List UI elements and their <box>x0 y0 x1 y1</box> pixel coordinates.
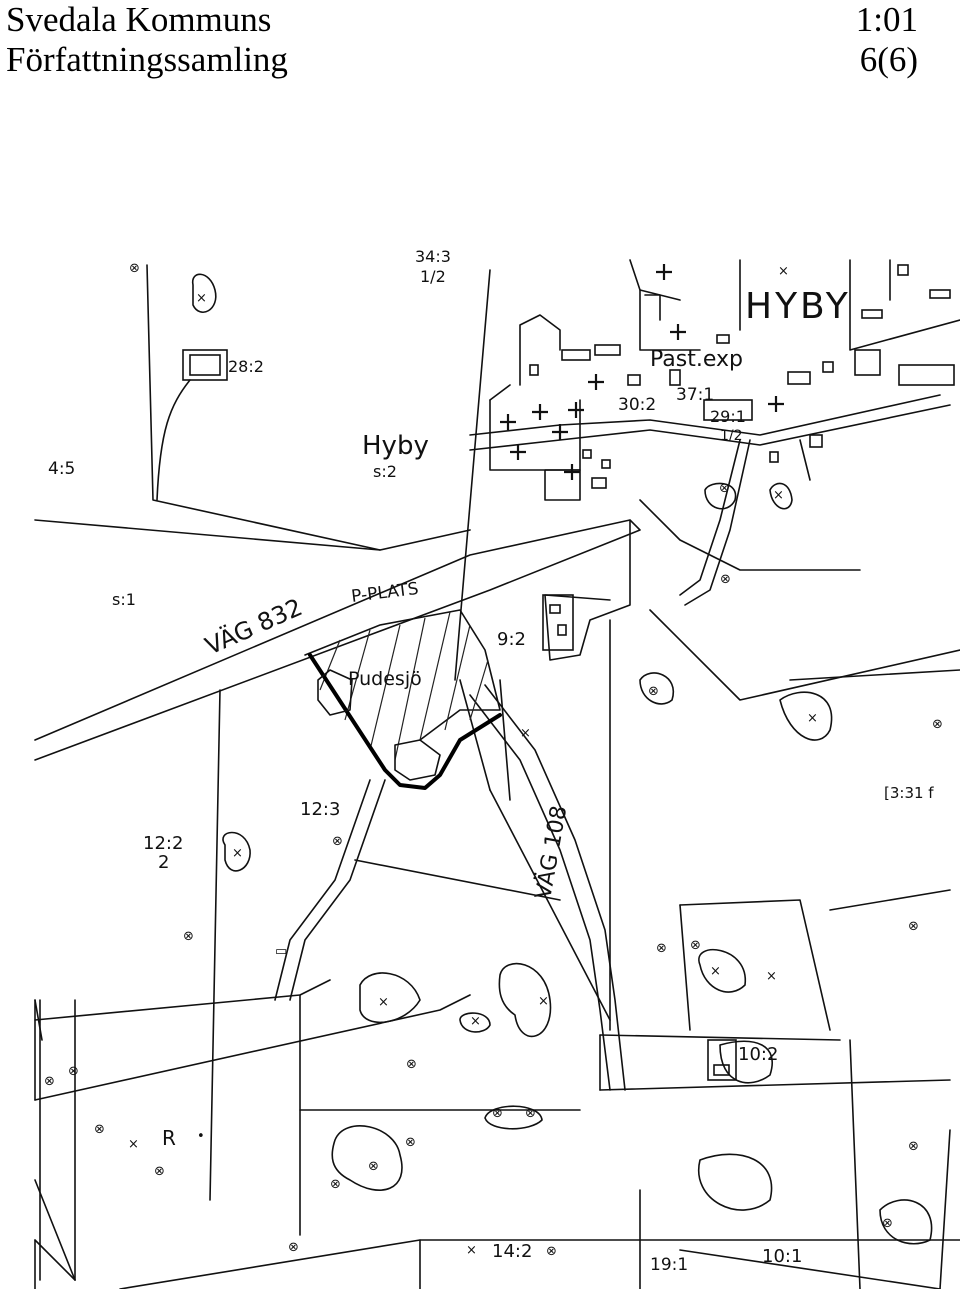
header-left: Svedala Kommuns Författningssamling <box>6 0 288 80</box>
cross-markers <box>500 264 784 480</box>
ponds <box>192 273 933 1245</box>
label-hyby: Hyby <box>362 431 429 461</box>
svg-text:⊗: ⊗ <box>288 1240 299 1255</box>
label-30-2: 30:2 <box>618 395 656 415</box>
label-10-1: 10:1 <box>762 1246 802 1267</box>
svg-text:×: × <box>232 846 243 861</box>
svg-text:⊗: ⊗ <box>154 1164 165 1179</box>
label-28-2: 28:2 <box>228 357 264 376</box>
label-pudesjo: Pudesjö <box>348 668 422 690</box>
svg-text:⊗: ⊗ <box>44 1074 55 1089</box>
map-drawing: ⊗ × × ⊗ × ⊗ ⊗ ⊗ × × × ⊗ ⊗ ⊗ ⊗ × × × × × … <box>34 247 960 1289</box>
svg-text:⊗: ⊗ <box>525 1106 536 1121</box>
parking-area <box>304 609 502 790</box>
label-s1: s:1 <box>112 590 136 609</box>
label-p-plats: P-PLATS <box>350 579 420 607</box>
svg-text:⊗: ⊗ <box>690 938 701 953</box>
label-vag-108: VÄG 108 <box>530 804 572 901</box>
roads <box>34 394 951 1091</box>
svg-text:⊗: ⊗ <box>908 1139 919 1154</box>
svg-text:⊗: ⊗ <box>405 1135 416 1150</box>
svg-text:⊗: ⊗ <box>330 1177 341 1192</box>
label-vag-832: VÄG 832 <box>201 592 307 660</box>
svg-text:⊗: ⊗ <box>908 919 919 934</box>
label-10-2: 10:2 <box>738 1044 778 1065</box>
label-past-exp: Past.exp <box>650 347 743 372</box>
svg-text:×: × <box>778 264 789 279</box>
label-12-2: 12:2 <box>143 833 183 854</box>
label-29-1-share: 1/2 <box>720 428 743 444</box>
label-29-1: 29:1 <box>710 407 746 426</box>
boundary-lines <box>34 259 960 1289</box>
buildings <box>156 264 955 1081</box>
svg-text:⊗: ⊗ <box>719 481 730 496</box>
label-12-3: 12:3 <box>300 799 340 820</box>
label-19-1: 19:1 <box>650 1255 688 1275</box>
label-37-1: 37:1 <box>676 385 714 405</box>
svg-text:×: × <box>520 726 531 741</box>
svg-text:×: × <box>196 291 207 306</box>
svg-text:⊗: ⊗ <box>882 1216 893 1231</box>
property-map: ⊗ × × ⊗ × ⊗ ⊗ ⊗ × × × ⊗ ⊗ ⊗ ⊗ × × × × × … <box>0 240 960 1289</box>
svg-text:•: • <box>197 1129 205 1144</box>
label-12-2-share: 2 <box>158 852 169 873</box>
svg-text:⊗: ⊗ <box>183 929 194 944</box>
label-34-3-share: 1/2 <box>420 267 446 286</box>
label-hyby-caps: HYBY <box>745 286 851 327</box>
label-r: R <box>162 1126 176 1150</box>
svg-text:⊗: ⊗ <box>720 572 731 587</box>
label-14-2: 14:2 <box>492 1241 532 1262</box>
page-header: Svedala Kommuns Författningssamling 1:01… <box>0 0 960 90</box>
page-number: 6(6) <box>859 40 918 79</box>
svg-text:⊗: ⊗ <box>332 834 343 849</box>
svg-text:×: × <box>773 488 784 503</box>
collection-title: Författningssamling <box>6 40 288 79</box>
svg-text:⊗: ⊗ <box>68 1064 79 1079</box>
svg-text:×: × <box>128 1137 139 1152</box>
svg-text:×: × <box>807 711 818 726</box>
svg-text:×: × <box>710 964 721 979</box>
label-4-5: 4:5 <box>48 459 75 479</box>
svg-text:⊗: ⊗ <box>656 941 667 956</box>
svg-text:▭: ▭ <box>275 944 287 959</box>
svg-text:⊗: ⊗ <box>648 684 659 699</box>
svg-text:×: × <box>466 1243 477 1258</box>
document-number: 1:01 <box>855 0 918 39</box>
svg-text:⊗: ⊗ <box>492 1106 503 1121</box>
label-9-2: 9:2 <box>497 629 526 650</box>
svg-text:⊗: ⊗ <box>932 717 943 732</box>
svg-text:⊗: ⊗ <box>546 1244 557 1259</box>
svg-text:×: × <box>378 995 389 1010</box>
label-s2: s:2 <box>373 462 397 481</box>
svg-text:⊗: ⊗ <box>129 261 140 276</box>
label-34-3: 34:3 <box>415 247 451 266</box>
svg-text:×: × <box>538 994 549 1009</box>
svg-text:⊗: ⊗ <box>94 1122 105 1137</box>
svg-text:×: × <box>470 1014 481 1029</box>
svg-text:×: × <box>766 969 777 984</box>
svg-text:⊗: ⊗ <box>368 1159 379 1174</box>
municipality-title: Svedala Kommuns <box>6 0 272 39</box>
svg-text:⊗: ⊗ <box>406 1057 417 1072</box>
header-right: 1:01 6(6) <box>856 0 918 80</box>
label-3-31: [3:31 f <box>884 784 934 802</box>
point-markers: ⊗ × × ⊗ × ⊗ ⊗ ⊗ × × × ⊗ ⊗ ⊗ ⊗ × × × × × … <box>44 261 943 1259</box>
